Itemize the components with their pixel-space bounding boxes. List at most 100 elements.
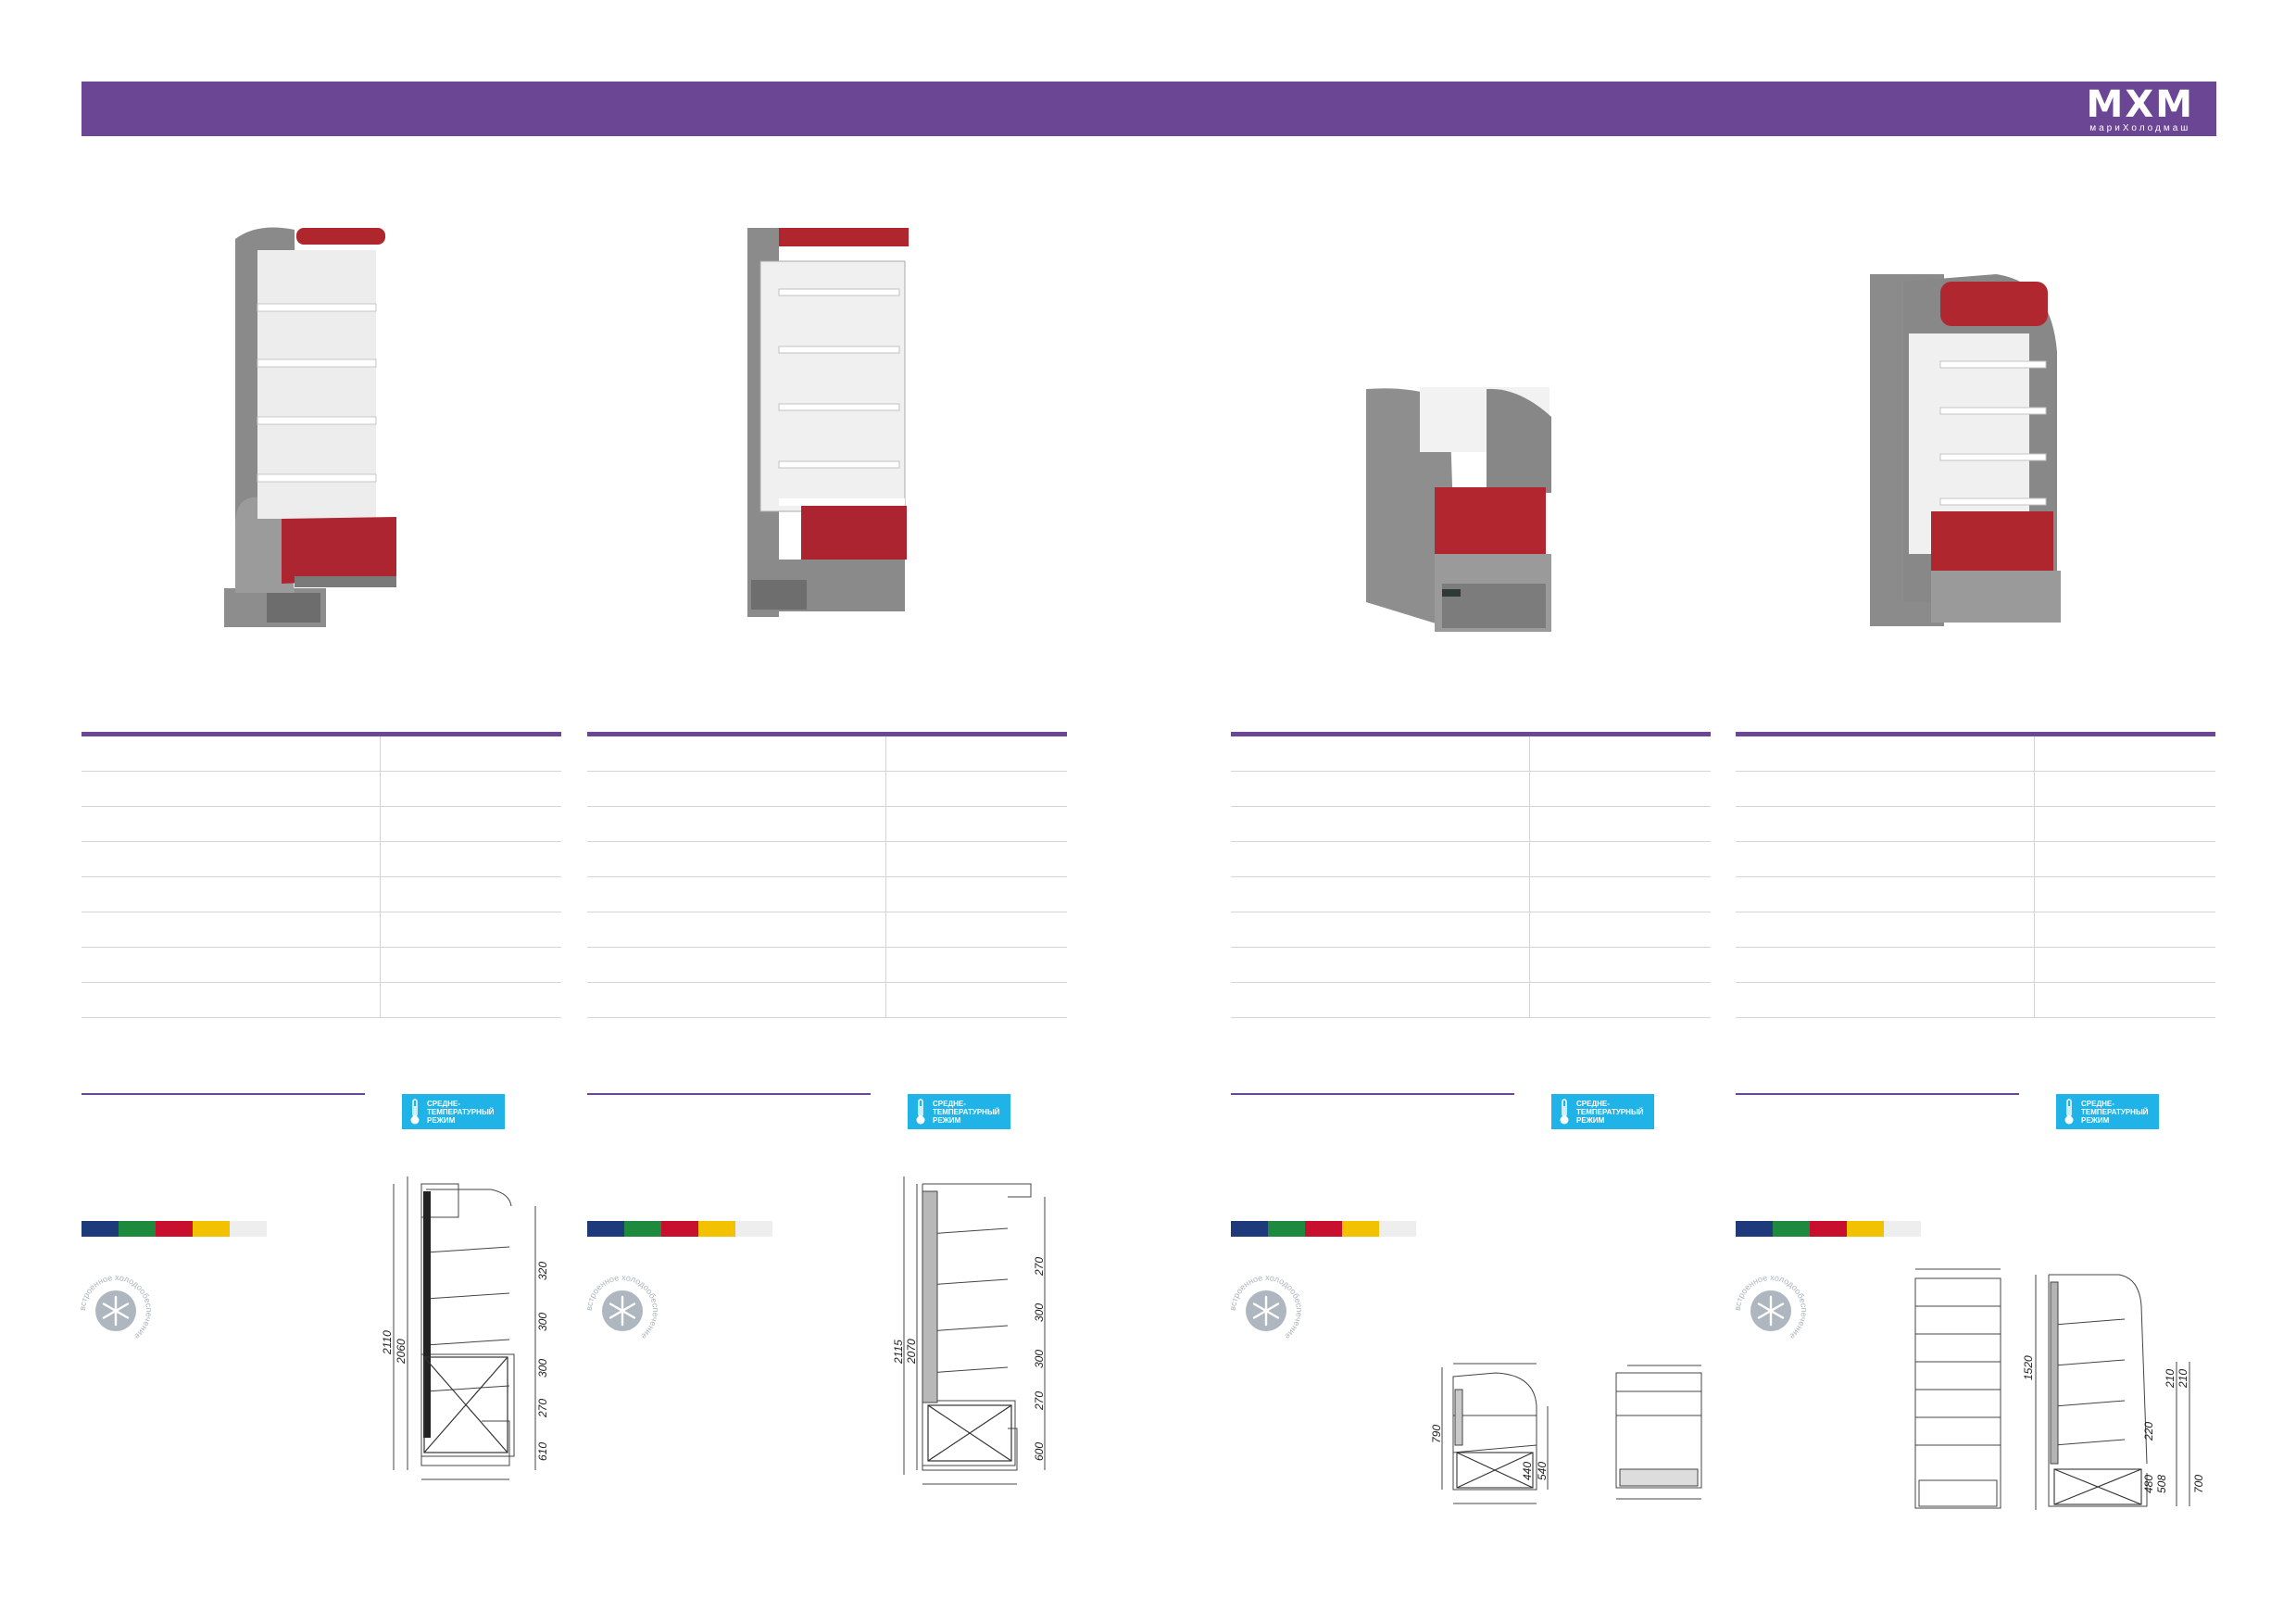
color-swatch-green xyxy=(1268,1221,1305,1237)
spec-row xyxy=(587,877,1067,912)
built-in-refrigeration-seal-2: встроенное холодообеспечение xyxy=(584,1273,660,1341)
section-divider-1 xyxy=(82,1093,365,1095)
logo-main-text: МХМ xyxy=(2086,83,2194,126)
spec-name-cell xyxy=(1736,877,2035,912)
color-swatch-blue xyxy=(82,1221,119,1237)
spec-name-cell xyxy=(82,842,381,876)
color-swatch-green xyxy=(119,1221,156,1237)
spec-row xyxy=(1736,772,2215,807)
spec-value-cell xyxy=(1530,736,1711,771)
badge-label: средне- температурный режим xyxy=(1576,1099,1644,1125)
color-options-3 xyxy=(1231,1221,1416,1237)
spec-table-top-rule xyxy=(1231,732,1711,736)
spec-name-cell xyxy=(1231,807,1530,841)
spec-name-cell xyxy=(1231,772,1530,806)
product-image-3 xyxy=(1366,387,1551,632)
spec-row xyxy=(1736,877,2215,912)
spec-name-cell xyxy=(587,772,886,806)
spec-value-cell xyxy=(886,736,1067,771)
spec-value-cell xyxy=(381,877,561,912)
spec-row xyxy=(1231,983,1711,1018)
spec-name-cell xyxy=(1736,948,2035,982)
product-image-2 xyxy=(747,228,909,617)
spec-row xyxy=(82,983,561,1018)
color-swatch-red xyxy=(1305,1221,1342,1237)
section-divider-3 xyxy=(1231,1093,1514,1095)
spec-value-cell xyxy=(1530,807,1711,841)
color-swatch-yellow xyxy=(1847,1221,1884,1237)
color-swatch-green xyxy=(624,1221,661,1237)
technical-drawing-1: 2110 2060 320 300 300 270 610 xyxy=(381,1176,549,1480)
spec-row xyxy=(82,912,561,948)
dimension-label: 270 xyxy=(1033,1391,1046,1411)
dimension-label: 440 xyxy=(1521,1462,1534,1480)
color-swatch-green xyxy=(1773,1221,1810,1237)
spec-name-cell xyxy=(1231,736,1530,771)
spec-value-cell xyxy=(2035,912,2215,947)
spec-name-cell xyxy=(587,736,886,771)
spec-value-cell xyxy=(381,948,561,982)
spec-row xyxy=(1736,912,2215,948)
spec-name-cell xyxy=(82,772,381,806)
dimension-label: 320 xyxy=(536,1262,549,1280)
color-swatch-white xyxy=(230,1221,267,1237)
spec-row xyxy=(82,842,561,877)
dimension-label: 210 xyxy=(2177,1369,2189,1389)
color-swatch-white xyxy=(735,1221,772,1237)
spec-value-cell xyxy=(381,772,561,806)
thermometer-icon xyxy=(2064,1099,2074,1125)
spec-row xyxy=(587,842,1067,877)
spec-name-cell xyxy=(587,948,886,982)
spec-name-cell xyxy=(1231,983,1530,1017)
spec-value-cell xyxy=(886,912,1067,947)
color-swatch-yellow xyxy=(698,1221,735,1237)
spec-value-cell xyxy=(1530,948,1711,982)
dimension-label: 300 xyxy=(536,1359,549,1378)
spec-value-cell xyxy=(2035,983,2215,1017)
spec-name-cell xyxy=(1231,948,1530,982)
spec-row xyxy=(1231,842,1711,877)
spec-row xyxy=(1736,983,2215,1018)
temperature-mode-badge-3: средне- температурный режим xyxy=(1551,1094,1654,1129)
header-banner: МХМ мариХолодмаш xyxy=(82,82,2216,136)
color-swatch-yellow xyxy=(1342,1221,1379,1237)
spec-value-cell xyxy=(1530,842,1711,876)
dimension-label: 2060 xyxy=(395,1339,408,1365)
color-options-1 xyxy=(82,1221,267,1237)
spec-name-cell xyxy=(82,807,381,841)
spec-value-cell xyxy=(886,772,1067,806)
spec-row xyxy=(1736,948,2215,983)
spec-row xyxy=(587,736,1067,772)
color-swatch-blue xyxy=(1231,1221,1268,1237)
thermometer-icon xyxy=(916,1099,925,1125)
spec-row xyxy=(82,807,561,842)
built-in-refrigeration-seal-3: встроенное холодообеспечение xyxy=(1228,1273,1304,1341)
dimension-label: 300 xyxy=(1033,1350,1046,1368)
spec-table-4 xyxy=(1736,732,2215,1018)
section-divider-4 xyxy=(1736,1093,2019,1095)
spec-value-cell xyxy=(2035,842,2215,876)
temperature-mode-badge-2: средне- температурный режим xyxy=(908,1094,1010,1129)
spec-value-cell xyxy=(381,842,561,876)
spec-name-cell xyxy=(1231,877,1530,912)
spec-row xyxy=(82,877,561,912)
technical-drawing-4: 1520 210 210 220 480 508 700 xyxy=(1914,1268,2205,1510)
spec-table-2 xyxy=(587,732,1067,1018)
color-options-2 xyxy=(587,1221,772,1237)
spec-value-cell xyxy=(1530,772,1711,806)
spec-value-cell xyxy=(886,983,1067,1017)
spec-value-cell xyxy=(381,912,561,947)
spec-name-cell xyxy=(587,807,886,841)
spec-row xyxy=(587,807,1067,842)
spec-row xyxy=(1231,736,1711,772)
spec-row xyxy=(1736,842,2215,877)
spec-name-cell xyxy=(1736,842,2035,876)
spec-name-cell xyxy=(82,736,381,771)
spec-table-1 xyxy=(82,732,561,1018)
dimension-label: 2070 xyxy=(905,1339,918,1365)
spec-value-cell xyxy=(2035,948,2215,982)
spec-value-cell xyxy=(381,983,561,1017)
color-swatch-white xyxy=(1379,1221,1416,1237)
badge-label: средне- температурный режим xyxy=(2081,1099,2149,1125)
dimension-label: 270 xyxy=(1033,1257,1046,1277)
